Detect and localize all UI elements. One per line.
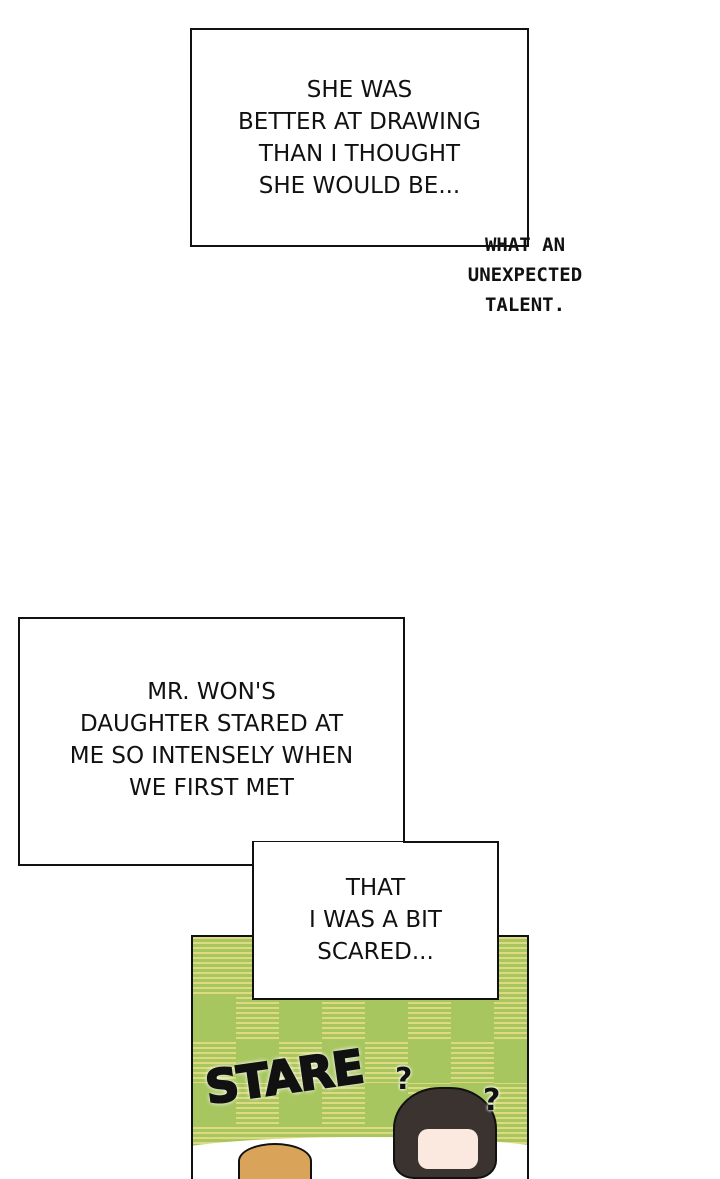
caption-line: SCARED... (317, 939, 434, 965)
question-mark: ? (483, 1083, 501, 1118)
caption-line: THAN I THOUGHT (258, 141, 461, 167)
question-mark: ? (395, 1062, 413, 1097)
caption-box-2 (18, 617, 405, 866)
caption-2-text: MR. WON'S DAUGHTER STARED AT ME SO INTEN… (18, 676, 405, 804)
caption-line: ME SO INTENSELY WHEN (69, 743, 354, 769)
caption-line: I WAS A BIT (309, 907, 442, 933)
caption-line: SHE WOULD BE... (258, 173, 461, 199)
aside-line: TALENT. (484, 294, 566, 316)
aside-text: WHAT AN UNEXPECTED TALENT. (455, 230, 595, 320)
caption-line: THAT (345, 875, 406, 901)
caption-line: DAUGHTER STARED AT (80, 711, 343, 737)
aside-line: UNEXPECTED (467, 264, 583, 286)
girl-head (238, 1143, 312, 1179)
caption-box-1 (190, 28, 529, 247)
aside-line: WHAT AN (484, 234, 566, 256)
caption-line: BETTER AT DRAWING (238, 109, 481, 135)
boy-face (418, 1129, 478, 1169)
caption-3-text: THAT I WAS A BIT SCARED... (252, 872, 499, 968)
caption-1-text: SHE WAS BETTER AT DRAWING THAN I THOUGHT… (190, 74, 529, 202)
caption-line: WE FIRST MET (129, 775, 294, 801)
caption-line: SHE WAS (306, 77, 413, 103)
caption-merge (254, 842, 403, 868)
caption-line: MR. WON'S (147, 679, 276, 705)
